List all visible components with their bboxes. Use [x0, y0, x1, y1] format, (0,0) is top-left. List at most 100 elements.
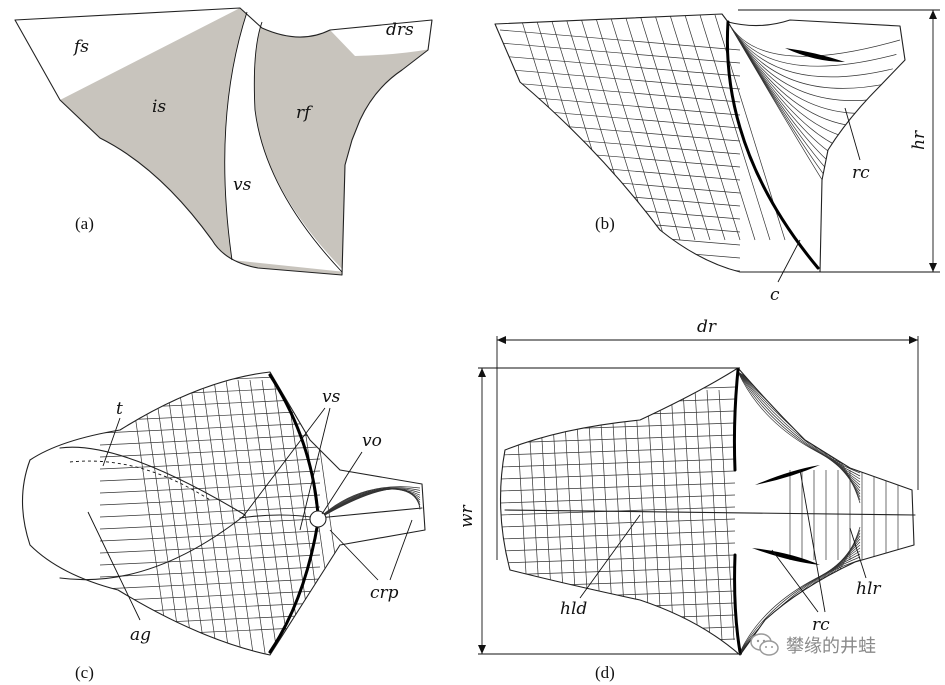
hatch-line [99, 470, 321, 482]
panel-c-outline [21, 371, 426, 656]
caption-b: (b) [595, 214, 615, 233]
hatch-line [499, 133, 741, 155]
hatch-line [99, 566, 321, 578]
hatch-line [500, 410, 736, 420]
panel-a-vs-edge [224, 11, 248, 261]
hatch-line [500, 458, 736, 468]
hatch-line [500, 446, 736, 456]
panel-c-hatching [99, 374, 421, 655]
panel-b-rc-leader [844, 107, 861, 161]
hatch-line [99, 446, 321, 458]
hatch-line [499, 198, 741, 220]
label-is: is [152, 97, 166, 117]
hatch-line [99, 530, 321, 542]
hatch-line [594, 14, 666, 241]
hatch-line [99, 506, 321, 518]
hatch-line [99, 386, 321, 398]
hatch-line [500, 542, 736, 552]
hatch-curve [727, 21, 890, 89]
panel-d-midline [504, 509, 916, 516]
hatch-line [500, 626, 736, 636]
hatch-line [499, 29, 741, 51]
hatch-line [682, 389, 699, 641]
hatch-curve [737, 371, 861, 471]
hatch-line [694, 389, 711, 641]
hatch-line [499, 211, 741, 233]
hatch-line [499, 42, 741, 64]
hatch-line [189, 379, 231, 655]
hatch-line [526, 389, 543, 641]
hatch-line [500, 482, 736, 492]
hatch-line [684, 14, 756, 241]
label-rc-b: rc [852, 163, 870, 183]
panel-d-rc-mark-bottom [752, 548, 820, 565]
label-fs: fs [72, 37, 89, 57]
hatch-line [706, 389, 723, 641]
hatch-curve [737, 371, 861, 477]
hatch-curve [727, 21, 897, 67]
label-crp: crp [370, 583, 399, 603]
panel-a-outline [14, 7, 433, 276]
panel-b-hatching [499, 14, 901, 272]
label-rc-d: rc [812, 615, 830, 635]
hatch-line [99, 554, 321, 566]
panel-c-crp-leader-1 [329, 529, 379, 581]
hatch-line [165, 379, 207, 655]
hatch-curve [727, 21, 886, 101]
hatch-line [499, 68, 741, 90]
hatch-line [99, 374, 321, 386]
hatch-curve [317, 488, 421, 520]
label-hld: hld [560, 599, 587, 619]
label-dr: dr [697, 317, 717, 337]
label-c: c [770, 285, 780, 305]
hatch-line [99, 542, 321, 554]
hatch-line [177, 379, 219, 655]
panel-c-vo-leader [321, 451, 363, 515]
hatch-line [499, 55, 741, 77]
panel-c: t vs vo crp ag (c) [21, 371, 426, 682]
panel-c-ridge-bottom [268, 520, 320, 654]
hatch-line [500, 566, 736, 576]
panel-d-ridge-bottom [733, 553, 742, 654]
hatch-curve [737, 371, 861, 474]
hatch-line [669, 14, 741, 241]
panel-b-rc-mark [785, 48, 845, 62]
hatch-line [500, 518, 736, 528]
panel-c-ridge-top [268, 373, 320, 517]
hatch-line [129, 379, 171, 655]
hatch-line [610, 389, 627, 641]
watermark: 攀缘的井蛙 [750, 628, 930, 662]
hatch-line [500, 602, 736, 612]
hatch-line [213, 379, 255, 655]
hatch-line [658, 389, 675, 641]
hatch-line [646, 389, 663, 641]
hatch-line [141, 379, 183, 655]
panel-c-vs-leader-1 [241, 407, 326, 519]
hatch-line [639, 14, 711, 241]
label-ag: ag [130, 625, 151, 645]
hatch-curve [727, 21, 875, 142]
hatch-line [500, 530, 736, 540]
panel-c-crp-leader-2 [389, 519, 413, 581]
hatch-curve [727, 21, 893, 78]
hatch-curve [727, 21, 883, 114]
hatch-line [99, 482, 321, 494]
hatch-line [99, 578, 321, 590]
label-hr: hr [909, 130, 929, 150]
panel-a: fs is rf vs drs (a) [14, 7, 433, 276]
panel-b-outline [494, 13, 906, 273]
wechat-icon [750, 633, 779, 656]
watermark-text: 攀缘的井蛙 [786, 636, 876, 657]
hatch-line [500, 494, 736, 504]
hatch-line [499, 224, 741, 246]
hatch-line [622, 389, 639, 641]
hatch-line [499, 146, 741, 168]
hatch-line [549, 14, 621, 241]
hatch-line [249, 379, 291, 655]
hatch-line [500, 434, 736, 444]
hatch-line [99, 422, 321, 434]
hatch-curve [727, 21, 861, 199]
panel-d-rc-leader-1 [771, 549, 819, 613]
label-hlr: hlr [856, 579, 881, 599]
hatch-line [153, 379, 195, 655]
